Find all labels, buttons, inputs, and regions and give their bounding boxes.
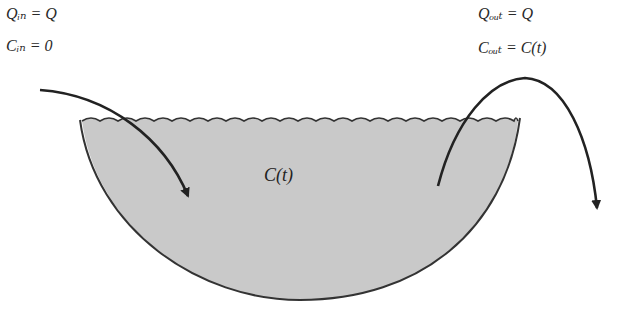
flow-label: Qᵢₙ = Q xyxy=(6,4,57,23)
concentration-label: C(t) xyxy=(264,165,293,186)
inflow-arrow xyxy=(40,90,188,196)
flow-label: Cₒᵤₜ = C(t) xyxy=(478,38,546,57)
outflow-arrow xyxy=(438,78,597,208)
basin: C(t) xyxy=(78,110,524,305)
basin-outline xyxy=(78,110,524,305)
water-surface xyxy=(82,118,518,121)
flow-label: Qₒᵤₜ = Q xyxy=(478,4,533,23)
flow-label: Cᵢₙ = 0 xyxy=(6,36,52,55)
